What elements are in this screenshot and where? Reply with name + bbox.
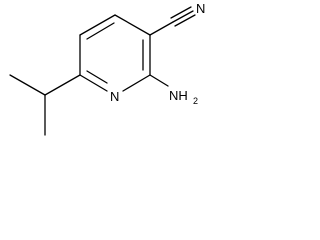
bond-c6-n1 <box>79 74 108 92</box>
bond-n1-c2 <box>122 74 151 92</box>
molecule-structure-diagram: N NH 2 N <box>9 1 205 136</box>
bond-c3-c4 <box>114 14 151 36</box>
triple-bond-2 <box>170 6 192 19</box>
triple-bond-1 <box>172 10 194 23</box>
bond-c6-ch <box>44 74 81 96</box>
double-bond-c6-n1-inner <box>86 70 108 84</box>
amino-group: NH 2 <box>149 74 198 106</box>
isopropyl-group <box>9 74 81 136</box>
amino-subscript: 2 <box>193 96 198 106</box>
pyridine-ring <box>79 14 151 92</box>
bond-c3-cn <box>149 21 174 36</box>
bond-c4-c5 <box>79 14 116 36</box>
bond-ch-methyl-up <box>9 74 46 96</box>
bond-c2-amino <box>149 74 169 87</box>
amino-label: NH <box>169 88 188 103</box>
nitrile-nitrogen-label: N <box>196 1 205 16</box>
double-bond-c4-c5-inner <box>86 22 115 40</box>
triple-bond-3 <box>174 14 196 27</box>
nitrile-group: N <box>149 1 205 36</box>
ring-nitrogen-label: N <box>110 89 119 104</box>
